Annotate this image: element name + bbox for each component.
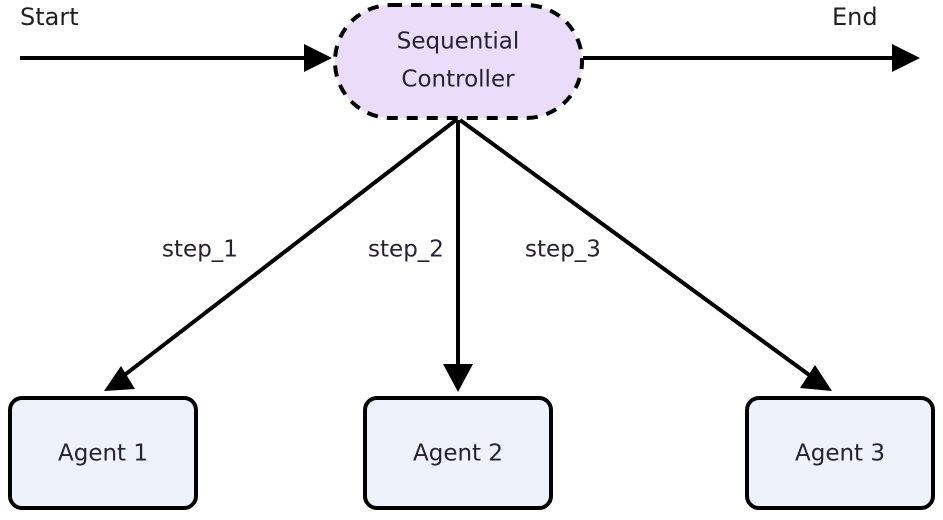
edge-step-2-arrowhead [443, 364, 473, 392]
edge-label-step-2: step_2 [368, 237, 444, 263]
edge-label-step-3: step_3 [525, 237, 601, 263]
node-agent-2-label: Agent 2 [413, 441, 503, 467]
node-agent-3[interactable]: Agent 3 [745, 396, 935, 510]
node-agent-1-shape[interactable] [8, 396, 198, 510]
node-agent-3-shape[interactable] [745, 396, 935, 510]
start-label: Start [20, 3, 79, 31]
edge-step-1-arrowhead [104, 366, 135, 391]
node-sequential-controller-label-line1: Sequential [397, 29, 520, 55]
edge-step-3-arrowhead [800, 365, 832, 391]
node-agent-1[interactable]: Agent 1 [8, 396, 198, 510]
node-agent-2-shape[interactable] [363, 396, 553, 510]
edge-label-step-1: step_1 [162, 237, 238, 263]
edge-step-1-line [120, 118, 458, 379]
edge-start-to-controller [20, 44, 332, 72]
node-agent-1-label: Agent 1 [58, 441, 148, 467]
node-agent-2[interactable]: Agent 2 [363, 396, 553, 510]
edge-controller-to-end-arrowhead [892, 44, 920, 72]
node-sequential-controller-label-line2: Controller [401, 67, 515, 93]
edge-start-to-controller-arrowhead [304, 44, 332, 72]
edge-step-1 [104, 118, 458, 391]
edge-controller-to-end [583, 44, 920, 72]
edge-step-2 [443, 120, 473, 392]
end-label: End [832, 3, 878, 31]
node-sequential-controller-shape[interactable] [333, 3, 584, 120]
node-sequential-controller[interactable]: Sequential Controller [333, 3, 584, 120]
node-agent-3-label: Agent 3 [795, 441, 885, 467]
edge-step-3-line [458, 118, 814, 379]
edge-step-3 [458, 118, 832, 391]
